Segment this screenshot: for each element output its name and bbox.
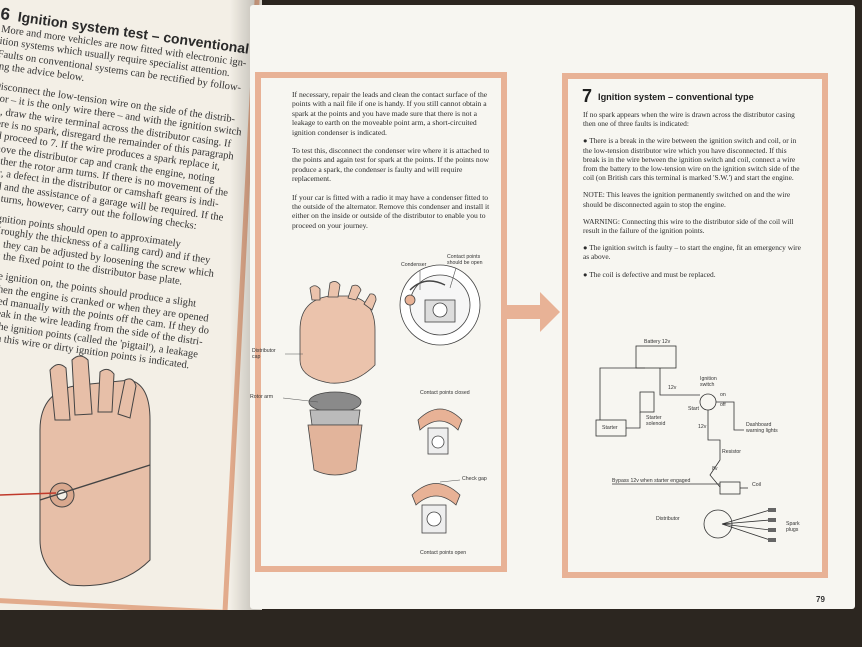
middle-column-text: If necessary, repair the leads and clean… <box>292 90 492 239</box>
page-number: 79 <box>816 595 825 604</box>
note-label: NOTE: <box>583 190 605 200</box>
label-distributor-cap: Distributor cap <box>252 348 276 360</box>
intro-paragraph: If no spark appears when the wire is dra… <box>583 110 795 129</box>
label-off: off <box>720 402 726 408</box>
middle-paragraph-3: If your car is fitted with a radio it ma… <box>292 192 490 230</box>
label-ignition-switch: Ignition switch <box>700 376 717 388</box>
label-12v-a: 12v <box>668 385 677 391</box>
bullet-1-text: There is a break in the wire between the… <box>583 136 800 183</box>
section-title: 7 Ignition system – conventional type <box>582 86 822 107</box>
section-number: 7 <box>582 86 593 106</box>
middle-column-frame <box>255 72 507 572</box>
right-column-text: If no spark appears when the wire is dra… <box>583 110 801 287</box>
label-on: on <box>720 392 726 398</box>
label-resistor: Resistor <box>722 449 742 455</box>
label-coil: Coil <box>752 482 761 488</box>
warning-label: WARNING: <box>583 216 620 226</box>
label-starter-solenoid: Starter solenoid <box>646 415 666 427</box>
bullet-2-text: The ignition switch is faulty – to start… <box>583 243 801 262</box>
label-distributor: Distributor <box>656 516 680 522</box>
bullet-icon: ● <box>583 269 590 279</box>
note-text: This leaves the ignition permanently swi… <box>583 190 791 209</box>
bullet-icon: ● <box>583 243 590 253</box>
label-spark-plugs: Spark plugs <box>786 521 800 533</box>
bullet-1: ● There is a break in the wire between t… <box>583 136 801 182</box>
bullet-3-text: The coil is defective and must be replac… <box>589 269 716 279</box>
label-condenser: Condenser <box>401 262 427 268</box>
arrow-connector <box>507 305 543 319</box>
label-contact-open-top: Contact points should be open <box>447 254 483 266</box>
bullet-3: ● The coil is defective and must be repl… <box>583 270 801 279</box>
middle-paragraph-1: If necessary, repair the leads and clean… <box>292 90 488 137</box>
middle-paragraph-2: To test this, disconnect the condenser w… <box>292 146 490 184</box>
warning-paragraph: WARNING: Connecting this wire to the dis… <box>583 217 801 235</box>
warning-text: Connecting this wire to the distributor … <box>583 216 794 236</box>
label-bypass: Bypass 12v when starter engaged <box>612 478 691 484</box>
label-dashboard-lights: Dashboard warning lights <box>746 422 778 434</box>
label-check-gap: Check gap <box>462 476 487 482</box>
label-start: Start <box>688 406 699 412</box>
arrow-right-icon <box>540 292 560 332</box>
right-column-frame <box>562 73 828 578</box>
label-battery: Battery 12v <box>644 339 671 345</box>
label-12v-b: 12v <box>698 424 707 430</box>
bullet-2: ● The ignition switch is faulty – to sta… <box>583 243 801 261</box>
bullet-icon: ● <box>583 136 590 146</box>
left-distributor-illustration <box>0 355 151 587</box>
label-starter: Starter <box>602 425 618 431</box>
label-rotor-arm: Rotor arm <box>250 394 274 400</box>
section-heading: Ignition system – conventional type <box>598 92 754 102</box>
label-contact-closed: Contact points closed <box>420 390 470 396</box>
note-paragraph: NOTE: This leaves the ignition permanent… <box>583 190 801 208</box>
label-contact-open: Contact points open <box>420 550 467 556</box>
label-8v: 8v <box>712 466 718 472</box>
